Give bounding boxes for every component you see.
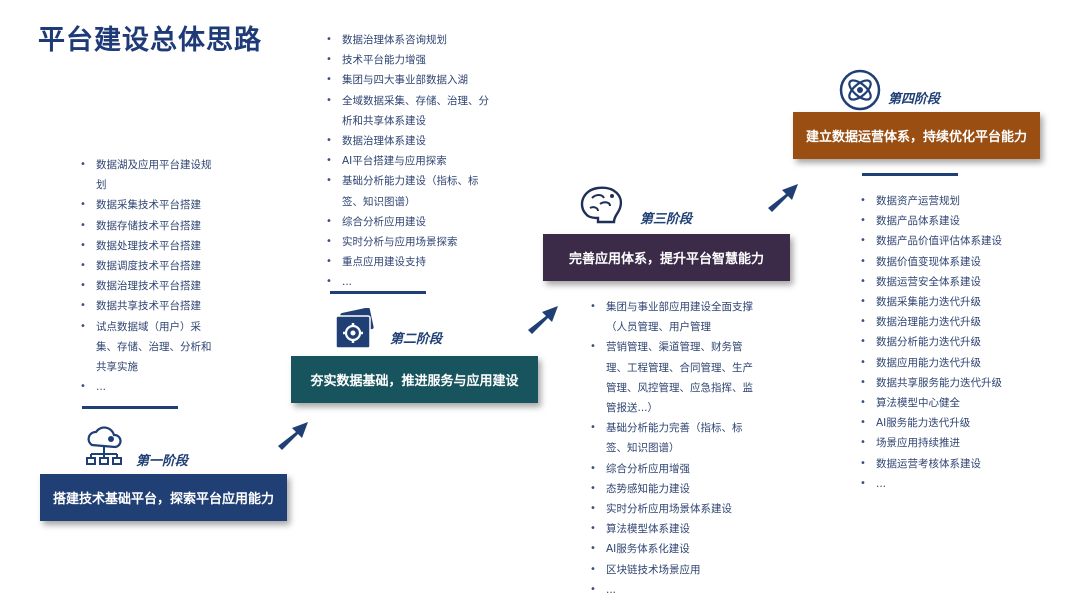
stage4-list-item: 数据应用能力迭代升级: [860, 353, 1050, 373]
stage1-list-item: 数据采集技术平台搭建: [80, 195, 215, 215]
stage4-divider: [862, 173, 958, 176]
stage4-list-item: 数据资产运营规划: [860, 191, 1050, 211]
arrow-up-right-icon: [278, 422, 308, 450]
stage2-label: 第二阶段: [390, 332, 443, 347]
stage3-list-item: 综合分析应用增强: [590, 459, 760, 479]
stage4-list-item: ...: [860, 474, 1050, 494]
stage2-list-item: 全域数据采集、存储、治理、分析和共享体系建设: [326, 91, 498, 131]
stage3-list-item: ...: [590, 580, 760, 600]
stage2-list-item: 集团与四大事业部数据入湖: [326, 70, 498, 90]
stage4-list-item: 算法模型中心健全: [860, 393, 1050, 413]
stage4-list-item: 场景应用持续推进: [860, 433, 1050, 453]
stage1-list: 数据湖及应用平台建设规划数据采集技术平台搭建数据存储技术平台搭建数据处理技术平台…: [80, 155, 215, 398]
stage3-list-item: 集团与事业部应用建设全面支撑（人员管理、用户管理: [590, 297, 760, 337]
arrow-up-right-icon: [528, 306, 558, 334]
stage2-list-item: 基础分析能力建设（指标、标签、知识图谱）: [326, 171, 498, 211]
stage2-list-item: AI平台搭建与应用探索: [326, 151, 498, 171]
stage4-label: 第四阶段: [888, 92, 941, 107]
stage1-divider: [82, 406, 178, 409]
gear-window-icon: [335, 308, 374, 349]
stage2-list-item: 数据治理体系咨询规划: [326, 30, 498, 50]
brain-head-icon: [580, 186, 623, 224]
stage4-list-item: AI服务能力迭代升级: [860, 413, 1050, 433]
stage2-list-item: ...: [326, 272, 498, 292]
stage4-box: 建立数据运营体系，持续优化平台能力: [793, 112, 1040, 159]
stage4-list-item: 数据分析能力迭代升级: [860, 332, 1050, 352]
stage1-list-item: 数据存储技术平台搭建: [80, 216, 215, 236]
stage3-list-item: 算法模型体系建设: [590, 519, 760, 539]
stage1-list-item: 数据共享技术平台搭建: [80, 296, 215, 316]
stage1-list-item: 试点数据域（用户）采集、存储、治理、分析和共享实施: [80, 317, 215, 378]
page-title: 平台建设总体思路: [38, 25, 262, 56]
stage3-list-item: 态势感知能力建设: [590, 479, 760, 499]
cloud-network-icon: [86, 426, 122, 465]
stage1-list-item: 数据治理技术平台搭建: [80, 276, 215, 296]
stage3-box: 完善应用体系，提升平台智慧能力: [543, 234, 790, 281]
stage4-list-item: 数据运营考核体系建设: [860, 454, 1050, 474]
stage4-list-item: 数据产品体系建设: [860, 211, 1050, 231]
stage1-list-item: 数据处理技术平台搭建: [80, 236, 215, 256]
stage4-list: 数据资产运营规划数据产品体系建设数据产品价值评估体系建设数据价值变现体系建设数据…: [860, 191, 1050, 494]
atom-icon: [839, 69, 881, 111]
stage2-divider: [330, 291, 426, 294]
stage3-list-item: 实时分析应用场景体系建设: [590, 499, 760, 519]
stage2-list: 数据治理体系咨询规划技术平台能力增强集团与四大事业部数据入湖全域数据采集、存储、…: [326, 30, 498, 293]
stage3-list-item: 区块链技术场景应用: [590, 560, 760, 580]
stage3-list-item: 营销管理、渠道管理、财务管理、工程管理、合同管理、生产管理、风控管理、应急指挥、…: [590, 337, 760, 418]
stage3-list-item: 基础分析能力完善（指标、标签、知识图谱）: [590, 418, 760, 458]
stage2-list-item: 数据治理体系建设: [326, 131, 498, 151]
stage3-list: 集团与事业部应用建设全面支撑（人员管理、用户管理营销管理、渠道管理、财务管理、工…: [590, 297, 760, 600]
stage4-list-item: 数据产品价值评估体系建设: [860, 231, 1050, 251]
stage1-list-item: 数据调度技术平台搭建: [80, 256, 215, 276]
stage4-list-item: 数据运营安全体系建设: [860, 272, 1050, 292]
stage3-label: 第三阶段: [640, 212, 693, 227]
arrow-up-right-icon: [768, 184, 798, 212]
stage1-box: 搭建技术基础平台，探索平台应用能力: [40, 474, 287, 521]
stage2-list-item: 技术平台能力增强: [326, 50, 498, 70]
stage1-label: 第一阶段: [136, 454, 189, 469]
stage4-list-item: 数据采集能力迭代升级: [860, 292, 1050, 312]
stage2-list-item: 重点应用建设支持: [326, 252, 498, 272]
stage4-list-item: 数据价值变现体系建设: [860, 252, 1050, 272]
stage2-list-item: 实时分析与应用场景探索: [326, 232, 498, 252]
stage1-list-item: 数据湖及应用平台建设规划: [80, 155, 215, 195]
stage4-list-item: 数据治理能力迭代升级: [860, 312, 1050, 332]
stage4-list-item: 数据共享服务能力迭代升级: [860, 373, 1050, 393]
stage2-list-item: 综合分析应用建设: [326, 212, 498, 232]
stage2-box: 夯实数据基础，推进服务与应用建设: [291, 356, 538, 403]
stage3-list-item: AI服务体系化建设: [590, 539, 760, 559]
stage1-list-item: ...: [80, 377, 215, 397]
